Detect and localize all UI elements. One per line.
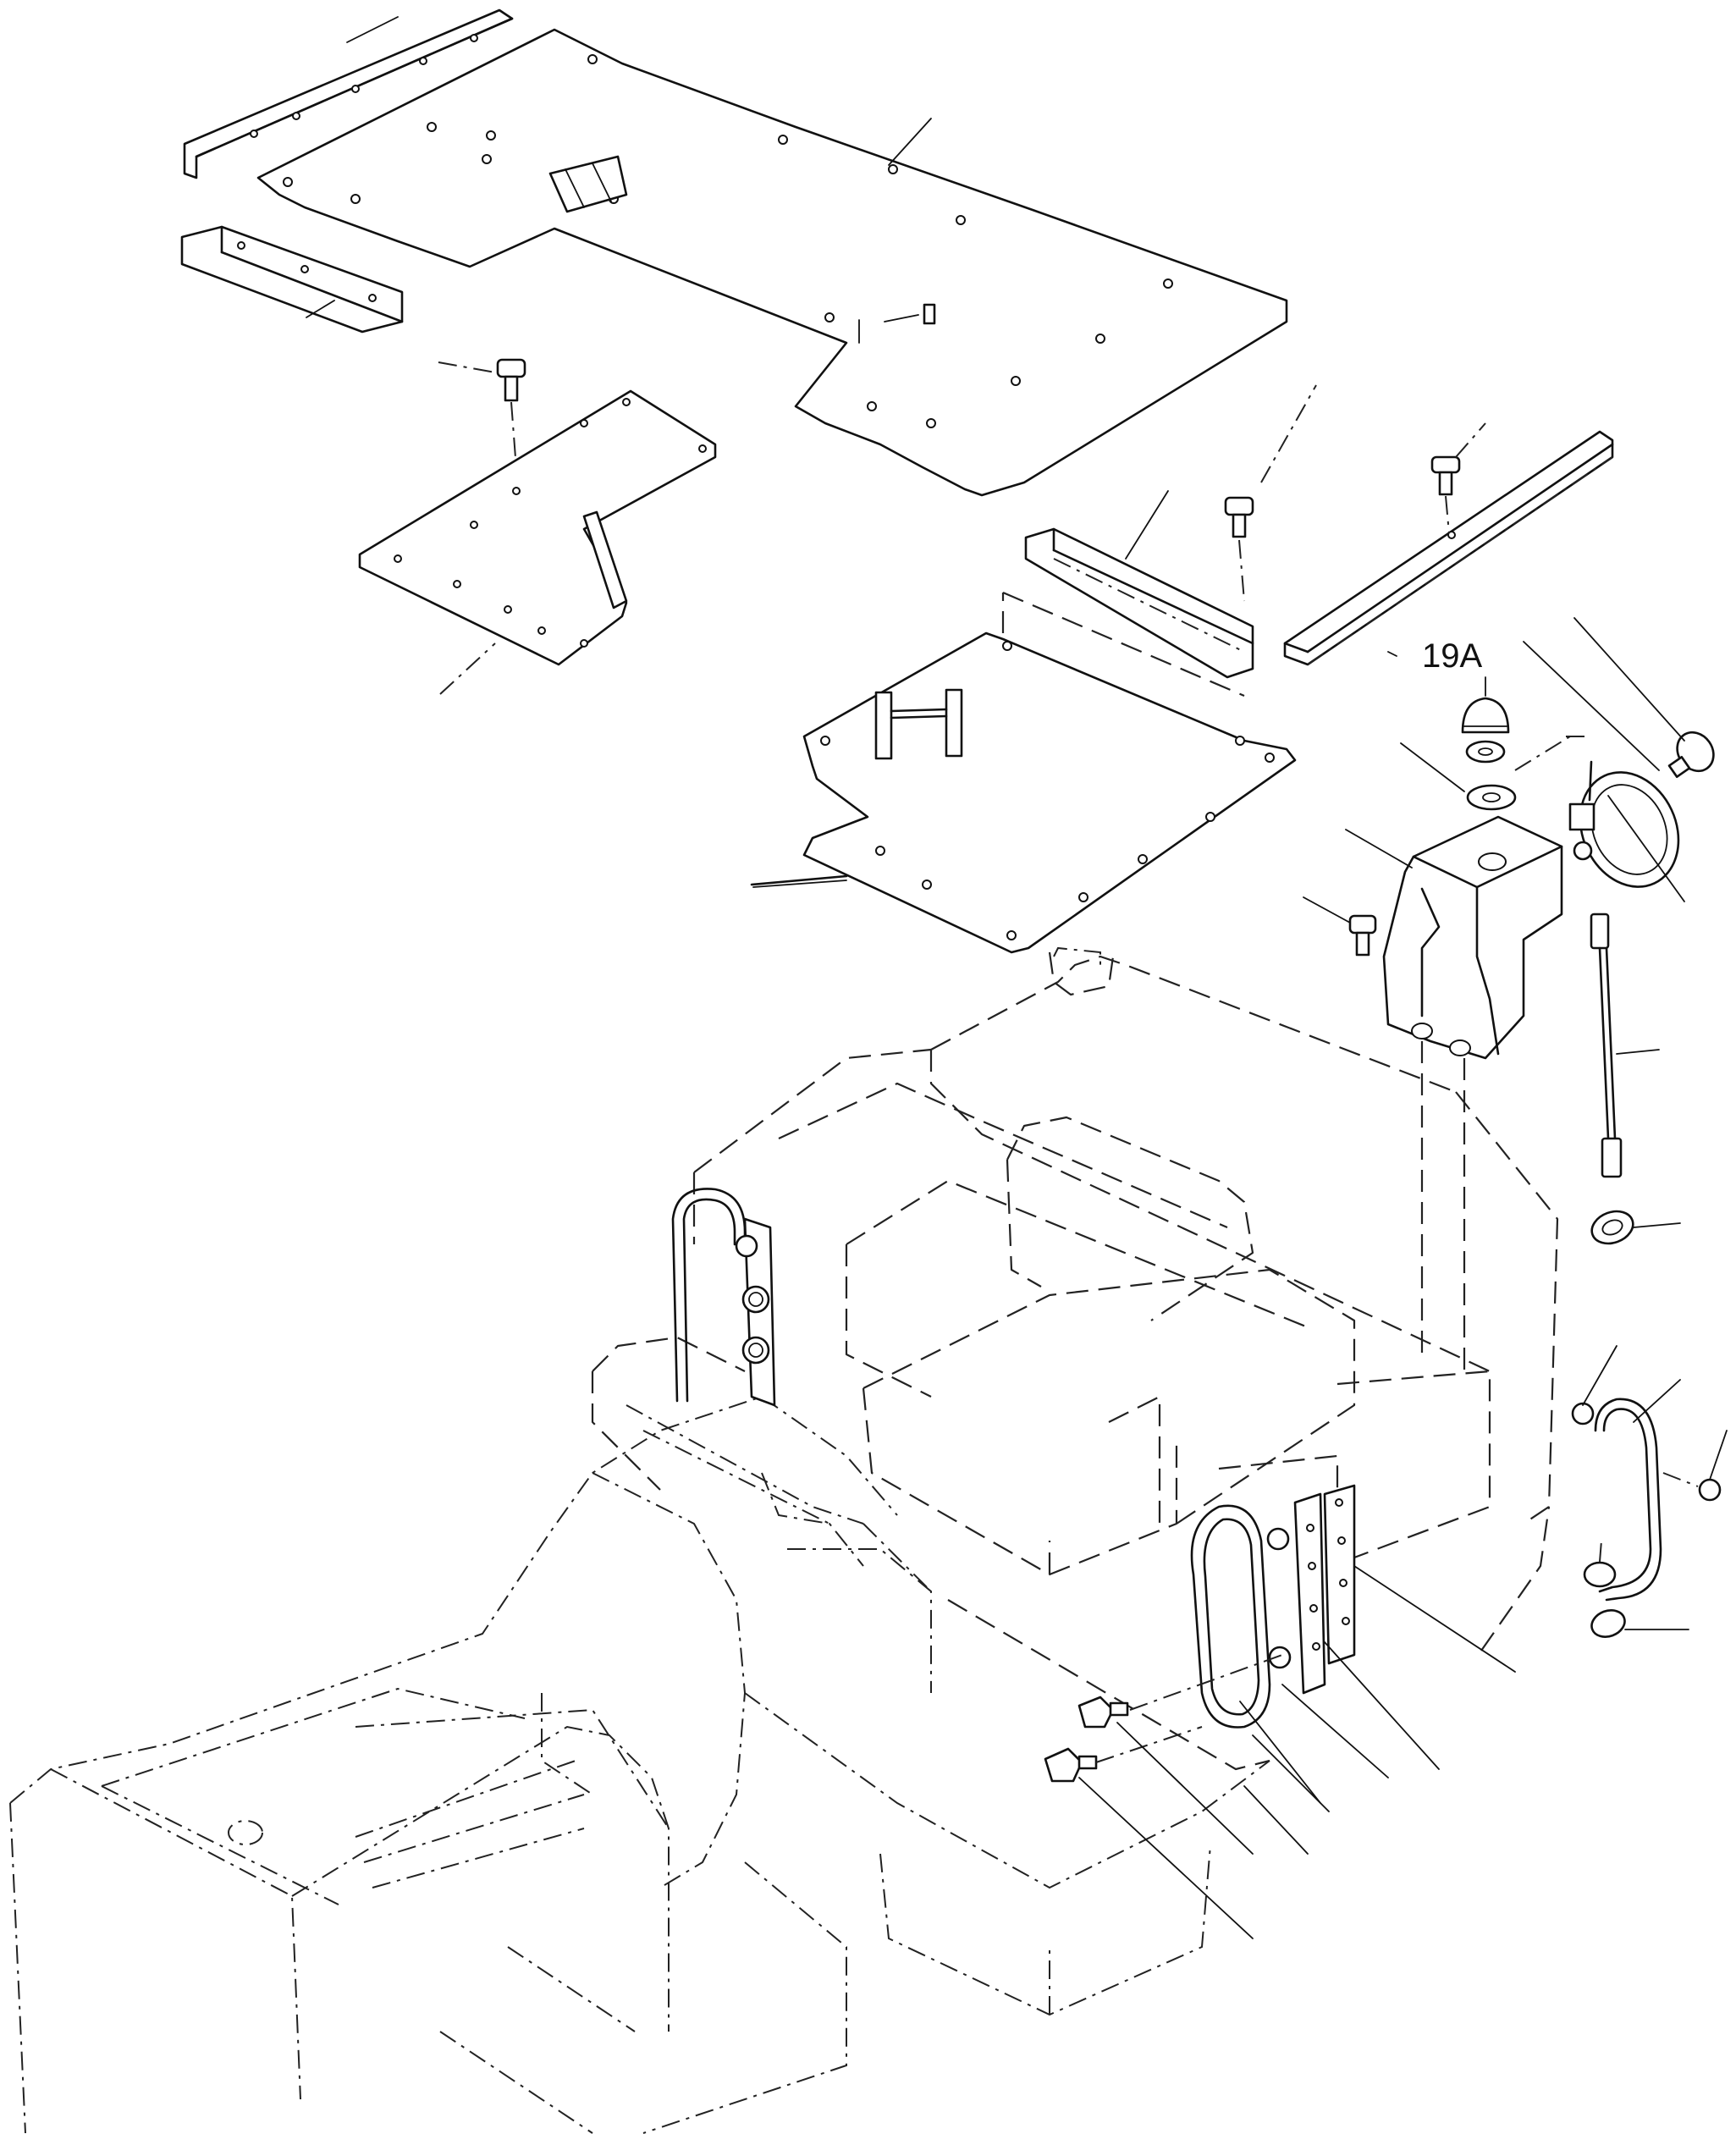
grommet	[1590, 1210, 1681, 1245]
bolt-left	[438, 358, 526, 492]
leader-lines	[752, 880, 1516, 1939]
left-angle-piece	[180, 225, 404, 334]
center-short-rail	[1024, 490, 1254, 679]
right-grab-handle	[1044, 1484, 1356, 1783]
right-long-rail	[1283, 430, 1614, 666]
right-small-handle	[1571, 1345, 1728, 1638]
flat-washer	[1400, 742, 1517, 811]
main-floor-plate	[256, 28, 1288, 497]
left-grab-handle	[671, 1188, 776, 1407]
seat-mount-plate	[750, 591, 1297, 954]
cap-nut-19a	[1461, 676, 1510, 734]
bolt-center	[1224, 384, 1317, 602]
lock-washer	[1465, 740, 1506, 764]
seat-support-bracket	[1345, 815, 1563, 1380]
machine-body-outline	[9, 946, 1270, 2134]
left-floor-plate	[358, 389, 717, 695]
cab-outline-dashed	[692, 951, 1559, 1771]
work-lamp	[1514, 641, 1685, 902]
bracket-bolt	[1303, 896, 1377, 957]
wire-harness	[1590, 913, 1660, 1178]
callout-19a: 19A	[1422, 637, 1482, 675]
lamp-bulb	[1573, 617, 1715, 779]
bolt-right	[1430, 422, 1486, 534]
left-angle-rail-top	[183, 8, 514, 179]
